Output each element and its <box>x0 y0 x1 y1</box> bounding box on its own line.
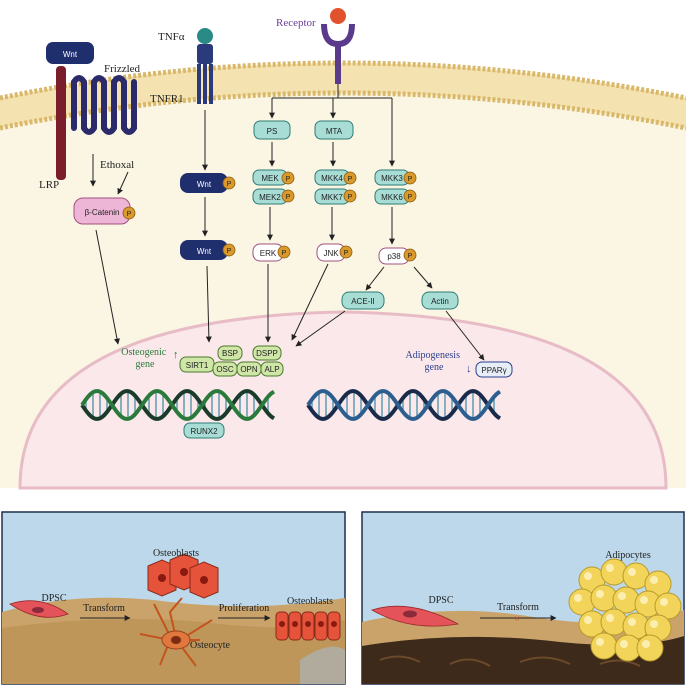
svg-text:P: P <box>282 250 287 257</box>
svg-text:P: P <box>286 176 291 183</box>
mkk4-node: MKK4 P <box>314 169 357 186</box>
tnfr1-receptor <box>197 28 213 104</box>
gene-osc: OSC <box>212 361 238 377</box>
dna-helix-left <box>80 389 276 421</box>
svg-text:OSC: OSC <box>216 365 234 374</box>
svg-text:P: P <box>348 194 353 201</box>
receptor-label: Receptor <box>276 17 316 29</box>
svg-text:PS: PS <box>267 127 278 136</box>
osteogenic-gene-label: Osteogenic gene <box>121 347 169 370</box>
dna-helix-right <box>306 389 502 421</box>
svg-text:P: P <box>408 176 413 183</box>
svg-text:β-Catenin: β-Catenin <box>85 208 120 217</box>
gene-bsp: BSP <box>217 345 243 361</box>
svg-text:RUNX2: RUNX2 <box>190 427 218 436</box>
svg-text:P: P <box>127 211 132 218</box>
mkk7-node: MKK7 P <box>314 188 357 205</box>
frizzled-receptor <box>71 75 137 135</box>
svg-text:P: P <box>344 250 349 257</box>
osteoblasts-label-top: Osteoblasts <box>153 548 199 559</box>
mek2-node: MEK2 P <box>252 188 295 205</box>
osteoblast-cluster-top <box>147 553 219 599</box>
gene-dspp: DSPP <box>252 345 282 361</box>
dpsc-label-left: DPSC <box>41 593 66 604</box>
frizzled-label: Frizzled <box>104 63 141 75</box>
svg-text:ERK: ERK <box>260 249 277 258</box>
ethoxal-label: Ethoxal <box>100 159 134 171</box>
lrp-receptor <box>56 66 66 180</box>
panel-osteogenesis: DPSC Transform Osteoblasts Osteocyte Pro… <box>1 511 346 685</box>
osteoblasts-label-right: Osteoblasts <box>287 596 333 607</box>
gene-opn: OPN <box>236 361 262 377</box>
erk-node: ERK P <box>252 243 291 262</box>
svg-text:ACE-II: ACE-II <box>351 297 375 306</box>
cell-membrane <box>0 63 686 128</box>
svg-text:Wnt: Wnt <box>197 180 212 189</box>
p38-node: p38 P <box>378 247 417 265</box>
osteoblast-row <box>275 611 341 641</box>
wnt-node-1: Wnt P <box>180 173 236 193</box>
adipogenesis-gene-label: Adipogenesis gene <box>406 350 463 373</box>
mkk3-node: MKK3 P <box>374 169 417 186</box>
wnt-node-2: Wnt P <box>180 240 236 260</box>
receptor <box>321 8 355 84</box>
adipocyte-cluster <box>568 558 682 662</box>
mek-node: MEK P <box>252 169 295 186</box>
svg-text:MTA: MTA <box>326 127 343 136</box>
proliferation-label: Proliferation <box>219 603 270 614</box>
dpsc-label-right: DPSC <box>428 595 453 606</box>
gene-sirt1: SIRT1 <box>179 356 215 373</box>
svg-text:P: P <box>286 194 291 201</box>
lrp-label: LRP <box>39 179 59 191</box>
mta-node: MTA <box>314 120 354 140</box>
wnt-ligand-top: Wnt <box>46 42 94 64</box>
svg-text:P: P <box>408 253 413 260</box>
beta-catenin-node: β-Catenin P <box>73 197 136 225</box>
transform-label-right: Transform <box>497 602 539 613</box>
svg-text:MEK: MEK <box>261 174 279 183</box>
tnfr1-label: TNFR1 <box>150 93 184 105</box>
actin-node: Actin <box>421 291 459 310</box>
svg-text:DSPP: DSPP <box>256 349 278 358</box>
svg-text:P: P <box>227 181 232 188</box>
ps-node: PS <box>253 120 291 140</box>
osteogenic-up-arrow: ↑ <box>173 349 179 361</box>
svg-text:P: P <box>227 248 232 255</box>
svg-text:ALP: ALP <box>264 365 279 374</box>
svg-text:MKK3: MKK3 <box>381 174 403 183</box>
svg-text:JNK: JNK <box>323 249 339 258</box>
svg-text:PPARγ: PPARγ <box>481 366 506 375</box>
svg-text:Wnt: Wnt <box>197 247 212 256</box>
adipogenesis-down-arrow: ↓ <box>466 363 472 375</box>
tnfa-label: TNFα <box>158 31 185 43</box>
svg-text:MKK6: MKK6 <box>381 193 403 202</box>
ace2-node: ACE-II <box>341 291 385 310</box>
svg-text:SIRT1: SIRT1 <box>186 361 209 370</box>
mkk6-node: MKK6 P <box>374 188 417 205</box>
svg-text:Actin: Actin <box>431 297 449 306</box>
svg-text:BSP: BSP <box>222 349 238 358</box>
svg-text:p38: p38 <box>387 252 401 261</box>
svg-text:OPN: OPN <box>240 365 258 374</box>
svg-text:MKK7: MKK7 <box>321 193 343 202</box>
svg-text:MEK2: MEK2 <box>259 193 281 202</box>
gene-alp: ALP <box>260 361 284 377</box>
adipocytes-label: Adipocytes <box>605 550 651 561</box>
jnk-node: JNK P <box>316 243 353 262</box>
svg-text:MKK4: MKK4 <box>321 174 343 183</box>
runx2-node: RUNX2 <box>183 422 225 439</box>
transform-label-left: Transform <box>83 603 125 614</box>
svg-text:P: P <box>348 176 353 183</box>
blocked-x-icon: × <box>514 614 520 625</box>
panel-adipogenesis: DPSC Transform × Adipocytes <box>361 511 685 685</box>
svg-text:P: P <box>408 194 413 201</box>
osteocyte-label: Osteocyte <box>190 640 231 651</box>
gene-ppar: PPARγ <box>475 361 513 378</box>
wnt-top-label: Wnt <box>63 50 78 59</box>
